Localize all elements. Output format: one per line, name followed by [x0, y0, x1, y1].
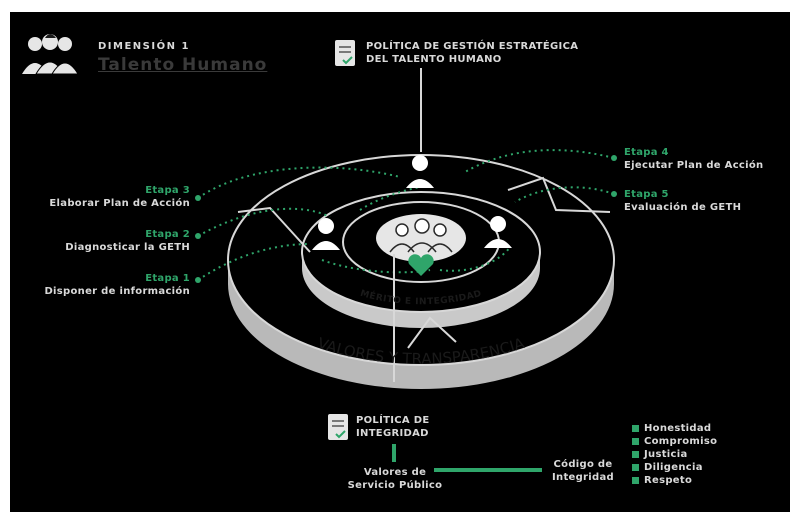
person-icon — [484, 216, 512, 248]
policy-bottom: POLÍTICA DE INTEGRIDAD — [356, 415, 430, 439]
value-item: Justicia — [632, 448, 717, 461]
dimension-label: DIMENSIÓN 1 — [98, 41, 190, 52]
value-item: Respeto — [632, 474, 717, 487]
dimension-title: Talento Humano — [98, 55, 268, 75]
stage-4: Etapa 4 Ejecutar Plan de Acción — [624, 147, 764, 171]
document-check-icon — [335, 40, 355, 66]
person-icon — [406, 155, 434, 188]
value-item: Compromiso — [632, 435, 717, 448]
heart-icon — [408, 254, 434, 276]
outer-ring-side — [228, 260, 614, 389]
service-values: Valores de Servicio Público — [347, 467, 443, 491]
person-icon — [312, 218, 340, 250]
values-list: Honestidad Compromiso Justicia Diligenci… — [632, 422, 717, 487]
rings-diagram: MÉRITO E INTEGRIDAD VALORES Y TRANSPAREN… — [22, 34, 617, 472]
people-group-icon — [389, 218, 453, 253]
policy-top: POLÍTICA DE GESTIÓN ESTRATÉGICA DEL TALE… — [366, 41, 579, 65]
value-item: Honestidad — [632, 422, 717, 435]
stage-connectors — [197, 149, 615, 281]
people-group-icon — [22, 34, 79, 75]
value-item: Diligencia — [632, 461, 717, 474]
stage-2: Etapa 2 Diagnosticar la GETH — [65, 229, 190, 253]
inner-ring-side — [302, 252, 540, 328]
diagram-canvas: MÉRITO E INTEGRIDAD VALORES Y TRANSPAREN… — [10, 12, 790, 512]
stage-3: Etapa 3 Elaborar Plan de Acción — [49, 185, 190, 209]
integrity-code: Código de Integridad — [552, 459, 614, 483]
stage-5: Etapa 5 Evaluación de GETH — [624, 189, 742, 213]
document-check-icon — [328, 414, 348, 440]
stage-1: Etapa 1 Disponer de información — [44, 273, 190, 297]
